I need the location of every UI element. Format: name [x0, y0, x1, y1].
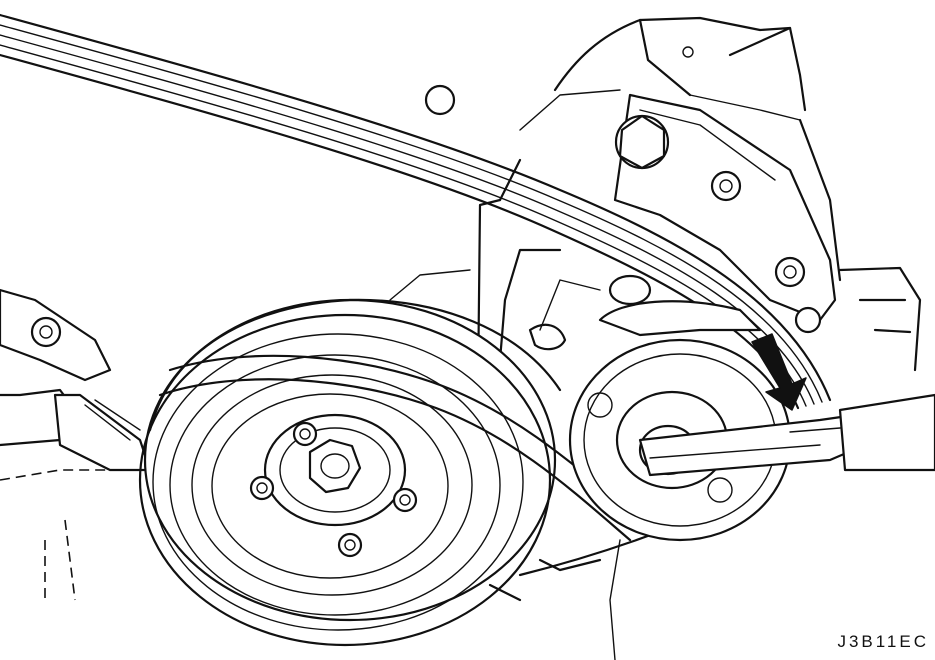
wrench-tool — [640, 395, 935, 475]
tensioner-pulley — [570, 276, 790, 540]
engine-housing — [478, 18, 920, 390]
tensioner-bracket — [426, 47, 835, 332]
left-mount-arm — [0, 290, 150, 600]
pulley-hub — [251, 415, 416, 556]
lower-chassis — [390, 270, 620, 660]
rotation-arrow-icon — [752, 334, 806, 410]
figure-code: J3B11EC — [837, 632, 929, 651]
